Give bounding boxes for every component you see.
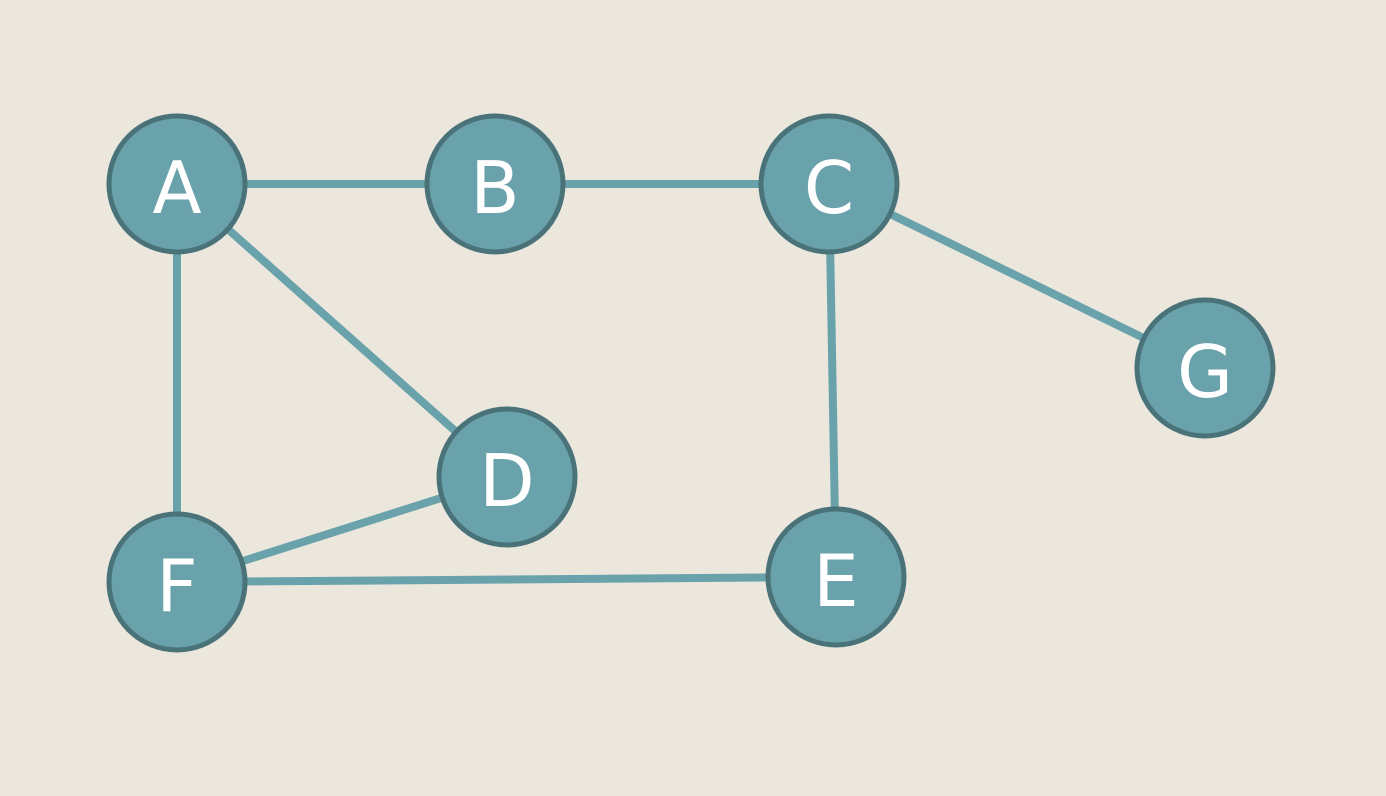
node-label-g: G [1177,330,1233,414]
node-circle-c [758,113,900,255]
node-circle-a [106,113,248,255]
node-f: F [106,511,248,653]
node-label-f: F [156,544,197,628]
node-label-b: B [470,146,519,230]
node-circle-g [1134,297,1276,439]
node-label-d: D [479,439,534,523]
node-d: D [436,406,578,548]
node-circle-f [106,511,248,653]
node-label-c: C [804,146,854,230]
node-c: C [758,113,900,255]
node-b: B [424,113,566,255]
node-layer: A B C D E F G [106,113,1276,653]
edge-a-d [174,181,510,480]
edge-f-e [176,573,837,586]
node-a: A [106,113,248,255]
node-e: E [765,506,907,648]
node-g: G [1134,297,1276,439]
node-circle-b [424,113,566,255]
node-label-e: E [813,539,859,623]
node-circle-e [765,506,907,648]
node-label-a: A [152,146,201,230]
node-circle-d [436,406,578,548]
